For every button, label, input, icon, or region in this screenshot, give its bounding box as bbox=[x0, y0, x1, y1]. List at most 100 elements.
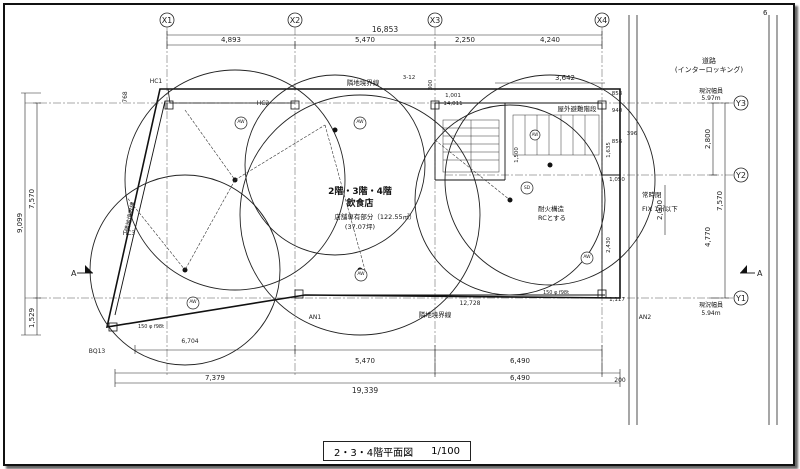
dimension-right bbox=[664, 102, 729, 299]
grid-axis-x3: X3 bbox=[427, 12, 443, 28]
dim-bottom-4: 6,490 bbox=[510, 374, 530, 382]
dim-span-1: 4,893 bbox=[221, 36, 241, 44]
grid-label-x2: X2 bbox=[290, 16, 301, 25]
grid-axis-y2: Y2 bbox=[733, 167, 749, 183]
dim-bottom-total: 19,339 bbox=[352, 386, 378, 395]
grid-axis-x4: X4 bbox=[594, 12, 610, 28]
aw-label: AW bbox=[237, 119, 245, 125]
aw-marker-5: AW bbox=[354, 268, 368, 282]
glass-label-1: 常時閉 bbox=[642, 190, 662, 199]
aw-label: AW bbox=[357, 271, 365, 277]
section-mark-left: A bbox=[71, 265, 93, 278]
fire-label-1: 耐火構造 bbox=[538, 204, 565, 213]
dim-left-1: 9,099 bbox=[16, 213, 24, 233]
dim-1001: 1,001 bbox=[445, 93, 461, 99]
dim-300: 300 bbox=[428, 79, 434, 90]
dimension-top bbox=[166, 31, 605, 84]
grid-label-x3: X3 bbox=[430, 16, 441, 25]
dim-bottom-1: 5,470 bbox=[355, 357, 375, 365]
dim-right-2: 2,000 bbox=[656, 200, 664, 220]
grid-label-x1: X1 bbox=[162, 16, 173, 25]
grid-label-x4: X4 bbox=[597, 16, 608, 25]
dim-bottom-2: 6,490 bbox=[510, 357, 530, 365]
glass-label-2: FIX 1㎡以下 bbox=[642, 204, 678, 213]
dim-span-2: 5,470 bbox=[355, 36, 375, 44]
outdoor-stair bbox=[512, 114, 600, 156]
dim-14011: 14,011 bbox=[443, 101, 462, 107]
aw-label: AW bbox=[583, 254, 591, 260]
dim-396: 396 bbox=[627, 131, 638, 137]
floor-plan-drawing: X1 X2 X3 X4 Y3 Y2 Y1 bbox=[16, 9, 778, 425]
road-name: 道路 bbox=[702, 56, 716, 65]
dim-left-2: 7,570 bbox=[28, 189, 36, 209]
section-left-label: A bbox=[71, 269, 77, 278]
dim-1635: 1,635 bbox=[606, 142, 612, 158]
dim-150-1: 150 φ f98t bbox=[138, 324, 164, 330]
road-width-top-value: 5.97m bbox=[701, 95, 720, 102]
drawing-title: 2・3・4階平面図 1/100 bbox=[323, 441, 471, 461]
drawing-title-name: 2・3・4階平面図 bbox=[334, 447, 414, 459]
dim-3-12: 3-12 bbox=[403, 75, 415, 81]
stair bbox=[442, 119, 500, 173]
dim-1050: 1,050 bbox=[609, 177, 625, 183]
section-right-label: A bbox=[757, 269, 763, 278]
aw-marker-1: AW bbox=[234, 116, 248, 130]
dim-span-3: 2,250 bbox=[455, 36, 475, 44]
section-mark-right: A bbox=[740, 265, 763, 278]
dim-right-1: 2,800 bbox=[704, 129, 712, 149]
dim-inner-top: 3,642 bbox=[555, 74, 575, 82]
dim-left-4: 768 bbox=[122, 91, 129, 103]
road-width-bottom-value: 5.94m bbox=[701, 310, 720, 317]
coverage-circles bbox=[89, 69, 656, 366]
aw-label: AW bbox=[189, 299, 197, 305]
distance-lines bbox=[124, 109, 511, 271]
dim-853: 853 bbox=[612, 91, 623, 97]
room-area: 店舗専有部分（122.55㎡） bbox=[334, 212, 415, 221]
dim-12728: 12,728 bbox=[460, 300, 481, 307]
dim-left-3: 1,529 bbox=[28, 308, 36, 328]
fire-label-2: RCとする bbox=[538, 214, 566, 222]
dim-940: 940 bbox=[612, 108, 623, 114]
aw-label: AW bbox=[532, 132, 539, 137]
road-width-bottom-label: 現況幅員 bbox=[699, 301, 723, 309]
aw-marker-2: AW bbox=[353, 116, 367, 130]
sd-marker: SD bbox=[520, 181, 534, 195]
grid-axis-x2: X2 bbox=[287, 12, 303, 28]
road-type: (インターロッキング) bbox=[675, 65, 744, 74]
dim-1117: 1,117 bbox=[609, 297, 625, 303]
hc3-label: HC3 bbox=[123, 230, 136, 237]
dim-right-4: 4,770 bbox=[704, 227, 712, 247]
grid-axis-y3: Y3 bbox=[733, 95, 749, 111]
dim-2430: 2,430 bbox=[606, 237, 612, 253]
road-width-top-label: 現況幅員 bbox=[699, 87, 723, 95]
an1-label: AN1 bbox=[309, 314, 322, 321]
dimension-left bbox=[21, 92, 41, 336]
building-outline bbox=[105, 88, 621, 328]
grid-label-y3: Y3 bbox=[735, 99, 746, 108]
room-tsubo: (37.07坪) bbox=[345, 223, 375, 231]
road-lines bbox=[628, 15, 778, 425]
aw-marker-4: AW bbox=[186, 296, 200, 310]
aw-marker-3: AW bbox=[580, 251, 594, 265]
dim-150-2: 150 φ f98t bbox=[543, 290, 569, 296]
drawing-scale: 1/100 bbox=[431, 445, 460, 457]
dim-total-top: 16,853 bbox=[372, 25, 398, 34]
aw-marker-6: AW bbox=[529, 129, 541, 141]
hc1-label: HC1 bbox=[150, 78, 163, 85]
grid-axis-y1: Y1 bbox=[733, 290, 749, 306]
bq-label: BQ13 bbox=[89, 348, 106, 355]
outdoor-stair-label: 屋外避難階段 bbox=[558, 104, 598, 113]
room-use: 飲食店 bbox=[345, 197, 373, 209]
hc2-label: HC2 bbox=[257, 100, 270, 107]
dim-1500: 1,500 bbox=[514, 147, 520, 163]
dim-6704: 6,704 bbox=[181, 338, 198, 345]
sd-label: SD bbox=[524, 185, 531, 191]
room-floors: 2階・3階・4階 bbox=[328, 185, 392, 197]
building-inner-walls bbox=[114, 100, 620, 316]
an2-label: AN2 bbox=[639, 314, 652, 321]
aw-label: AW bbox=[356, 119, 364, 125]
grid-label-y2: Y2 bbox=[735, 171, 746, 180]
grid-axis-x1: X1 bbox=[159, 12, 175, 28]
corner-mark: 6 bbox=[763, 9, 768, 17]
columns bbox=[108, 100, 607, 332]
